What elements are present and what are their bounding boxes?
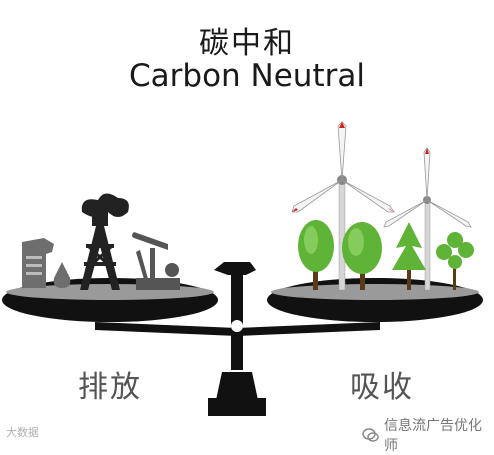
right-pan [267, 278, 483, 322]
tree-icon [298, 220, 334, 290]
wechat-icon [362, 427, 380, 443]
factory-icon [22, 238, 71, 288]
wind-turbine-icon [291, 121, 395, 291]
wind-turbine-icon [383, 147, 472, 291]
tree-icon [392, 222, 426, 290]
scale-beam [95, 320, 380, 336]
title-chinese: 碳中和 [199, 26, 295, 61]
watermark-right: 信息流广告优化师 [362, 415, 494, 455]
emission-label: 排放 [78, 370, 142, 405]
tree-icon [436, 232, 474, 290]
watermark-right-text: 信息流广告优化师 [384, 418, 482, 454]
tree-icon [342, 222, 382, 290]
absorption-icons [291, 121, 474, 291]
absorption-label: 吸收 [350, 370, 414, 405]
emission-icons [22, 193, 180, 290]
oil-rig-icon [80, 193, 129, 290]
watermark-left: 大数据 [6, 426, 39, 439]
title-english: Carbon Neutral [129, 58, 365, 94]
pump-jack-icon [132, 232, 180, 290]
scale-stand [208, 262, 266, 416]
balance-scale-illustration [2, 121, 483, 416]
